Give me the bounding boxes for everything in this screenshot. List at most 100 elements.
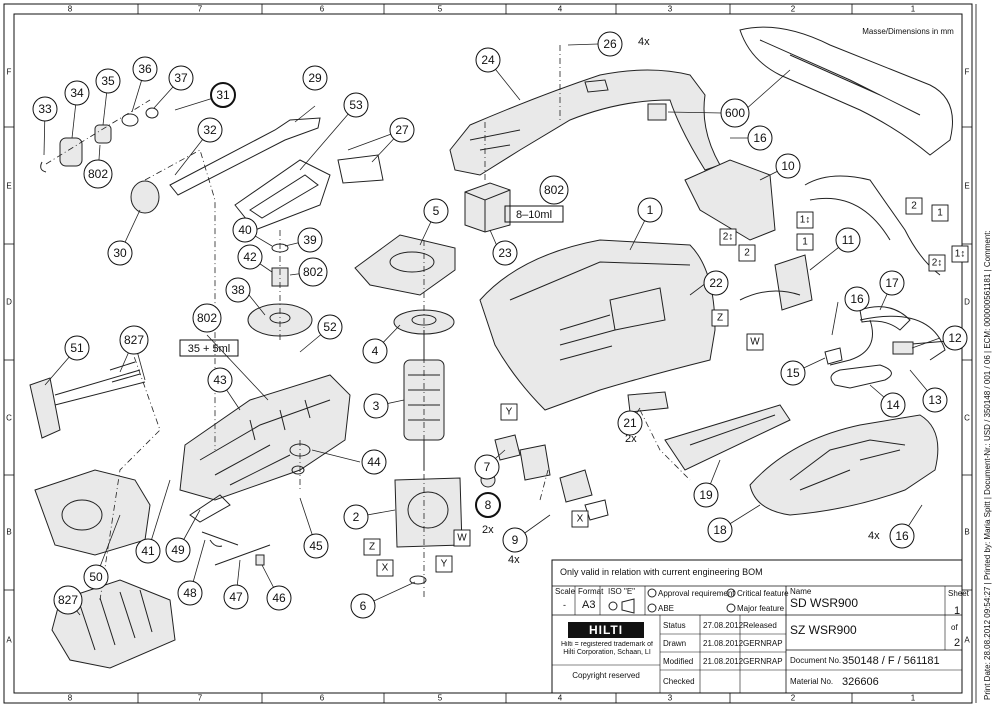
callout-2: 2 [343,504,369,530]
sheet-total: 2 [954,637,960,649]
callout-16c: 16 [889,523,915,549]
letter-tag-label: 1 [802,237,808,248]
callout-label: 38 [231,283,245,297]
callout-label: 30 [113,246,127,260]
name-line-2: SZ WSR900 [790,623,857,637]
callout-802a: 802 [83,159,113,189]
callout-802d: 802 [192,303,222,333]
letter-tag-label: 2 [911,201,917,212]
callout-827b: 827 [119,325,149,355]
callout-label: 6 [360,599,367,613]
print-info-strip: Print Date: 28.08.2012 09:54:27 | Printe… [983,230,992,700]
callout-label: 15 [786,366,800,380]
row-label-B-right: B [964,528,969,537]
column-label-2-bottom: 2 [791,694,796,703]
callout-51: 51 [64,335,90,361]
callout-label: 10 [781,159,795,173]
callout-26: 26 [597,31,623,57]
column-label-8-bottom: 8 [68,694,73,703]
projection-icon [608,598,635,614]
row-label-A-left: A [6,636,12,645]
column-label-7-top: 7 [198,5,203,14]
callout-802c: 802 [298,257,328,287]
callout-label: 42 [243,250,257,264]
callout-label: 44 [367,455,381,469]
scale-value: - [563,600,566,610]
qty-21: 2x [625,433,637,445]
callout-label: 39 [303,233,317,247]
callout-label: 5 [433,204,440,218]
callout-label: 47 [229,590,243,604]
copyright-note: Copyright reserved [572,671,640,680]
sheet-number: 1 [954,605,960,617]
letter-tag-6: W [746,333,764,351]
callout-35: 35 [95,68,121,94]
letter-tag-14: 1 [796,233,814,251]
callout-18: 18 [707,517,733,543]
callout-label: 827 [58,593,78,607]
title-block: Only valid in relation with current engi… [551,559,970,694]
letter-tag-13: 2 [738,244,756,262]
row-label-E-right: E [964,182,969,191]
callout-label: 34 [70,86,84,100]
callout-9: 9 [502,527,528,553]
callout-4: 4 [362,338,388,364]
callout-label: 33 [38,102,52,116]
modified-by: GERNRAP [743,657,783,666]
callout-balloons: 1234567891011121314151616161718192122232… [32,31,968,619]
letter-tag-label: Y [441,559,448,570]
callout-label: 19 [699,488,713,502]
callout-34: 34 [64,80,90,106]
callout-15: 15 [780,360,806,386]
main-housing-part [479,239,716,411]
hilti-logo-text: HILTI [589,623,623,637]
column-label-6-bottom: 6 [320,694,325,703]
callout-29: 29 [302,65,328,91]
column-label-7-bottom: 7 [198,694,203,703]
callout-27: 27 [389,117,415,143]
callout-8: 8 [475,492,501,518]
callout-label: 8 [485,498,492,512]
callout-10: 10 [775,153,801,179]
gear-housing-part [179,374,351,501]
callout-19: 19 [693,482,719,508]
callout-label: 14 [886,398,900,412]
column-label-4-top: 4 [558,5,563,14]
callout-32: 32 [197,117,223,143]
callout-label: 3 [373,399,380,413]
callout-6: 6 [350,593,376,619]
approval-checkbox-icon [647,588,657,598]
letter-tag-10: 1↕ [796,211,814,229]
drawn-label: Drawn [663,639,686,648]
row-label-E-left: E [6,182,11,191]
validity-note: Only valid in relation with current engi… [560,567,763,577]
callout-label: 49 [171,543,185,557]
callout-23: 23 [492,240,518,266]
callout-label: 21 [623,416,637,430]
callout-600: 600 [720,98,750,128]
abe-label: ABE [658,604,674,613]
row-label-A-right: A [964,636,970,645]
letter-tag-label: W [457,533,467,544]
column-label-3-bottom: 3 [668,694,673,703]
row-label-C-left: C [6,414,12,423]
row-label-F-right: F [965,68,970,77]
letter-tag-label: X [577,514,584,525]
callout-label: 29 [308,71,322,85]
letter-tag-8: Y [435,555,453,573]
callout-label: 32 [203,123,217,137]
callout-30: 30 [107,240,133,266]
callout-label: 1 [647,203,654,217]
row-label-F-left: F [7,68,12,77]
callout-46: 46 [266,585,292,611]
callout-label: 827 [124,333,144,347]
callout-label: 13 [928,393,942,407]
callout-11: 11 [835,227,861,253]
callout-label: 16 [895,529,909,543]
callout-label: 18 [713,523,727,537]
column-label-5-bottom: 5 [438,694,443,703]
callout-label: 36 [138,62,152,76]
